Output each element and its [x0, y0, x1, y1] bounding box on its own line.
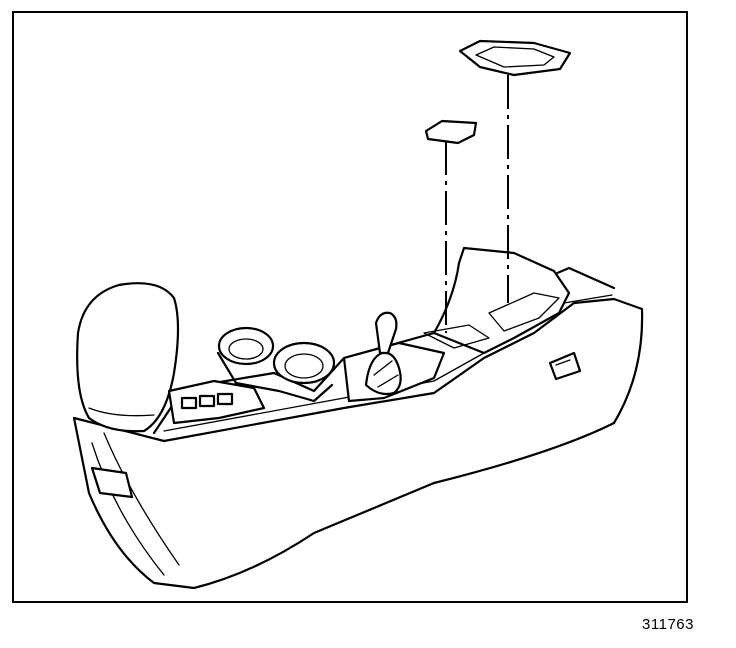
console-illustration	[72, 39, 644, 590]
storage-tray	[167, 379, 266, 425]
figure-number: 311763	[642, 616, 694, 633]
shifter-lever	[374, 311, 398, 355]
cup-holder-frame	[216, 351, 334, 403]
diagram-frame	[12, 11, 688, 603]
rear-bin-slot	[423, 324, 490, 349]
console-side-contour-2	[103, 432, 180, 566]
switch-2	[198, 394, 216, 408]
side-vent	[548, 351, 582, 381]
shifter-boot	[364, 351, 402, 396]
cup-holder-right	[272, 341, 336, 385]
rear-bin-opening	[488, 292, 560, 332]
armrest-lid-edge	[88, 407, 155, 417]
switch-1	[180, 396, 198, 410]
small-insert	[424, 119, 478, 145]
armrest-lid	[76, 282, 180, 433]
console-side-contour	[91, 442, 165, 576]
switch-3	[216, 392, 234, 406]
rear-raised-section	[432, 246, 571, 355]
front-handle	[90, 466, 134, 499]
console-body	[72, 297, 644, 590]
